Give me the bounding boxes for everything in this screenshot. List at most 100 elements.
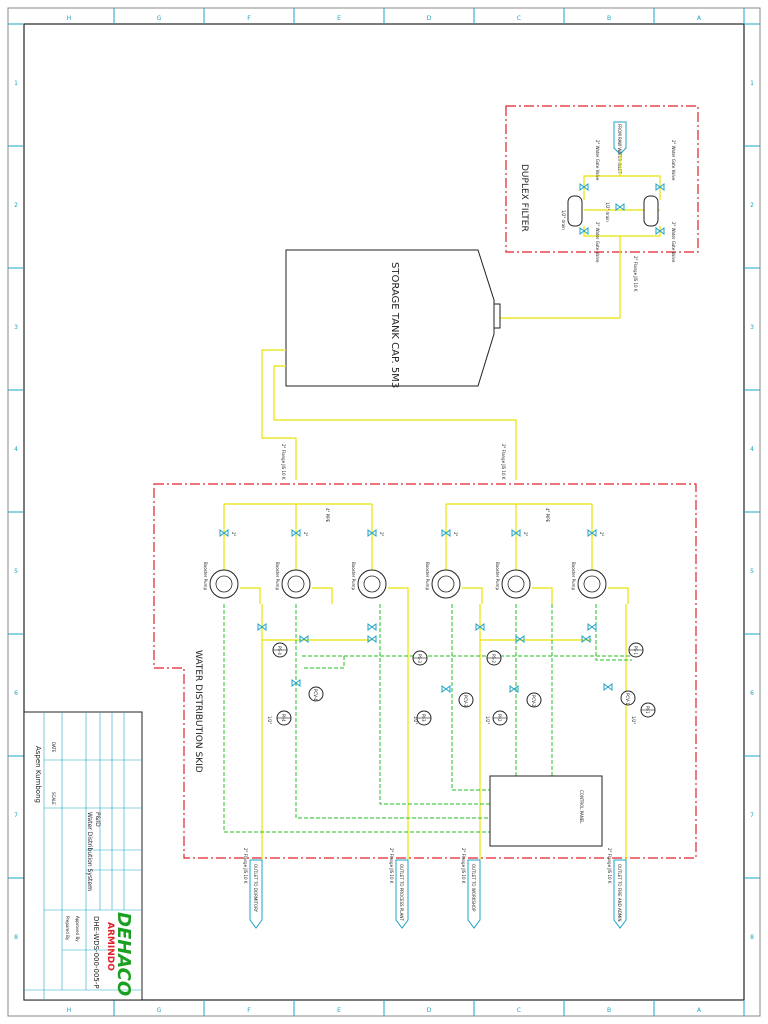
drawing-title-line1: Water Distribution System: [86, 812, 93, 891]
skid-boundary: [153, 483, 697, 859]
pressure-switch: PS-2: [486, 650, 502, 666]
pump-icon: [357, 569, 387, 599]
tee-label-1: 4" PIPE: [325, 508, 330, 523]
pump-icon: [577, 569, 607, 599]
pressure-control-valve: PCV-4: [291, 679, 324, 702]
gate-valve-icon: [475, 623, 485, 631]
border-col-marker: 5: [14, 568, 18, 575]
control-valve-icon: [509, 685, 519, 693]
outlet: OUTLET TO FIRE AND ADMIN 2" Flange JIS 10…: [607, 848, 627, 929]
outlet-flange-label: 2" Flange JIS 10 K: [243, 848, 248, 884]
control-valve-bubble-icon: [526, 692, 542, 708]
raw-water-inlet-label: FROM RAW WATER INLET: [617, 124, 622, 174]
pump-impeller-icon: [507, 575, 525, 593]
scale-label: SCALE: [51, 792, 56, 805]
border-col-marker: 4: [750, 446, 754, 453]
gate-valve-icon: [291, 529, 301, 537]
border-row-marker: F: [247, 1007, 251, 1014]
pump-icon: [501, 569, 531, 599]
approved-by-label: Approved By: [75, 916, 80, 942]
pressure-indicator: PI-2: [492, 710, 508, 726]
border-col-marker: 5: [750, 568, 754, 575]
pressure-indicator-label: PI-1: [645, 706, 650, 714]
gate-valve-icon: [515, 635, 525, 643]
control-valve-bubble-icon: [620, 690, 636, 706]
gate-valve-label-2: 2" Water Gate Valve: [595, 140, 600, 181]
pump-discharge-pipe: [388, 587, 409, 604]
pump-label: Booster Pump: [275, 562, 280, 590]
border-row-marker: D: [427, 15, 432, 22]
border-row-marker: G: [157, 15, 162, 22]
tank-nozzle: [493, 303, 501, 329]
logo-text: ARMINDO: [105, 922, 115, 971]
border-row-marker: C: [517, 15, 521, 22]
border-col-marker: 7: [14, 812, 18, 819]
pump-icon: [281, 569, 311, 599]
pump-discharge-pipe: [532, 587, 553, 604]
duplex-filter-group: DUPLEX FILTER FROM RAW WATER INLET 2" Wa…: [456, 105, 699, 319]
control-valve-icon: [603, 683, 613, 691]
control-valve-label: PCV-3: [463, 695, 468, 707]
filter-flange-label: 2" Flange JIS 10 K: [633, 256, 638, 292]
outlet-flange-label: 2" Flange JIS 10 K: [607, 848, 612, 884]
border-col-marker: 1: [750, 80, 754, 87]
gate-valve-icon: [587, 529, 597, 537]
border-col-marker: 6: [14, 690, 18, 697]
border-col-marker: 3: [14, 324, 18, 331]
pressure-control-valve: PCV-3: [441, 685, 474, 708]
pump-suction-size-label: 2": [453, 532, 458, 537]
outlet-label: OUTLET TO FIRE AND ADMIN: [617, 864, 622, 921]
designer-name: Aspen Kumbong: [34, 746, 42, 803]
control-valve-label: PCV-4: [313, 689, 318, 701]
company-name: DEHACO: [113, 912, 134, 996]
outlet-arrow-icon: [613, 859, 627, 929]
prepared-by-label: Prepared By: [65, 916, 70, 941]
pressure-switch: PS-3: [412, 650, 428, 666]
outlet-label: OUTLET TO PROCESS PLANT: [399, 864, 404, 921]
border-col-marker: 8: [14, 934, 18, 941]
gate-valve-icon: [511, 529, 521, 537]
border-row-marker: B: [607, 15, 611, 22]
booster-pump: 2"Booster Pump: [351, 504, 409, 604]
gate-valve-icon: [367, 635, 377, 643]
pump-impeller-icon: [287, 575, 305, 593]
raw-water-inlet-arrow: [613, 121, 627, 155]
gate-valve-icon: [579, 183, 665, 235]
gate-valve-icon: [441, 529, 451, 537]
border-row-marker: H: [67, 15, 72, 22]
outlet-arrow-icon: [249, 859, 263, 929]
water-distribution-skid: WATER DISTRIBUTION SKID 4" PIPE 4" PIPE …: [153, 483, 697, 860]
gate-valve-icon: [581, 635, 591, 643]
pressure-indicator: PI-3: [416, 710, 432, 726]
pump-impeller-icon: [363, 575, 381, 593]
pipe-size-label: 1/2": [485, 716, 490, 724]
outlet-flange-label: 2" Flange JIS 10 K: [461, 848, 466, 884]
gate-valve-label-1: 2" Water Gate Valve: [671, 140, 676, 181]
control-valve-bubble-icon: [458, 692, 474, 708]
border-col-marker: 4: [14, 446, 18, 453]
pump-impeller-icon: [437, 575, 455, 593]
skid-label: WATER DISTRIBUTION SKID: [193, 650, 203, 773]
control-panel: [489, 775, 603, 847]
pressure-control-valve: PCV-2: [509, 685, 542, 708]
pump-discharge-pipe: [608, 587, 629, 604]
control-valve-label: PCV-1: [625, 693, 630, 705]
filter-inlet-pipe: [583, 154, 621, 200]
gate-valve-icon: [257, 623, 267, 631]
instruments: PS-1PS-2PS-3PS-4PI-1PI-2PI-3PI-4PCV-1PCV…: [257, 623, 656, 726]
pressure-switch-label: PS-3: [417, 654, 422, 663]
storage-tank-group: STORAGE TANK CAP. 5M3 2" Flange JIS 10 K…: [261, 249, 517, 480]
border-row-marker: D: [427, 1007, 432, 1014]
pump-label: Booster Pump: [495, 562, 500, 590]
pump-discharge-pipe: [462, 587, 483, 604]
border-col-marker: 1: [14, 80, 18, 87]
pressure-indicator-label: PI-3: [421, 714, 426, 722]
tank-outlet-pipe-2: [273, 365, 517, 480]
drawing-number: DHE-WDS-000-005-P: [92, 916, 100, 989]
border-grid-ticks: [8, 8, 760, 1016]
pump-impeller-icon: [583, 575, 601, 593]
border-row-marker: A: [697, 15, 702, 22]
storage-tank-label: STORAGE TANK CAP. 5M3: [389, 262, 400, 388]
pump-icon: [209, 569, 239, 599]
border-row-marker: G: [157, 1007, 162, 1014]
